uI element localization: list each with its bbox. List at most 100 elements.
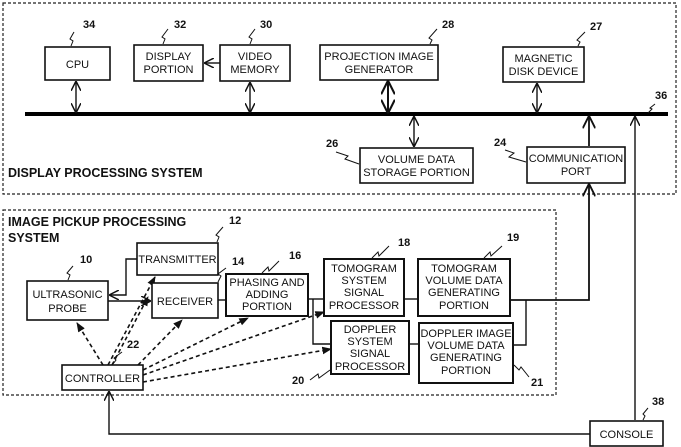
svg-text:SYSTEM: SYSTEM — [347, 336, 392, 348]
receiver-block: RECEIVER — [152, 283, 218, 318]
volume-data-storage-block: VOLUME DATA STORAGE PORTION — [360, 148, 473, 183]
projection-ref: 28 — [442, 19, 454, 31]
doppler-volume-ref-leader — [514, 365, 529, 377]
svg-text:ULTRASONIC: ULTRASONIC — [32, 289, 102, 301]
svg-text:PHASING AND: PHASING AND — [229, 277, 304, 289]
tomogram-volume-data-generating-block: TOMOGRAM VOLUME DATA GENERATING PORTION — [418, 259, 510, 316]
svg-text:PORTION: PORTION — [242, 301, 292, 313]
volume-storage-ref: 26 — [326, 138, 338, 150]
video-memory-ref: 30 — [260, 19, 272, 31]
magnetic-disk-device-block: MAGNETIC DISK DEVICE — [503, 47, 584, 82]
comm-port-ref: 24 — [494, 137, 507, 149]
video-memory-ref-leader — [249, 29, 255, 44]
svg-text:CPU: CPU — [66, 59, 89, 71]
transmitter-ref-leader — [216, 227, 223, 242]
svg-text:SYSTEM: SYSTEM — [341, 275, 386, 287]
transmitter-block: TRANSMITTER — [137, 243, 218, 275]
svg-text:VOLUME DATA: VOLUME DATA — [427, 340, 505, 352]
display-portion-ref-leader — [162, 29, 168, 44]
svg-text:TOMOGRAM: TOMOGRAM — [431, 263, 497, 275]
svg-text:PROCESSOR: PROCESSOR — [335, 361, 405, 373]
svg-text:VIDEO: VIDEO — [238, 51, 273, 63]
volume-to-commport — [510, 185, 589, 300]
tomo-signal-ref: 18 — [398, 237, 410, 249]
tomo-signal-ref-leader — [372, 246, 389, 258]
svg-text:ADDING: ADDING — [246, 289, 289, 301]
doppler-image-volume-data-generating-block: DOPPLER IMAGE VOLUME DATA GENERATING POR… — [419, 323, 513, 383]
svg-text:VOLUME DATA: VOLUME DATA — [425, 275, 503, 287]
bus-ref: 36 — [655, 90, 667, 102]
svg-text:PORTION: PORTION — [441, 365, 491, 377]
projection-image-generator-block: PROJECTION IMAGE GENERATOR — [320, 45, 438, 80]
controller-ref-leader — [113, 352, 122, 364]
magnetic-disk-ref-leader — [577, 32, 585, 46]
cpu-block: CPU — [45, 47, 110, 80]
svg-text:SIGNAL: SIGNAL — [344, 287, 384, 299]
doppler-signal-ref: 20 — [292, 375, 304, 387]
svg-text:VOLUME DATA: VOLUME DATA — [378, 154, 456, 166]
cpu-ref-leader — [70, 32, 74, 46]
receiver-ref-leader — [218, 268, 226, 282]
communication-port-block: COMMUNICATION PORT — [527, 147, 625, 183]
display-portion-block: DISPLAY PORTION — [134, 45, 203, 81]
svg-text:PROJECTION IMAGE: PROJECTION IMAGE — [324, 51, 433, 63]
svg-text:PORTION: PORTION — [144, 64, 194, 76]
svg-text:GENERATING: GENERATING — [430, 352, 502, 364]
phasing-ref-leader — [262, 261, 279, 273]
doppler-volume-ref: 21 — [531, 377, 543, 389]
svg-text:GENERATING: GENERATING — [428, 287, 500, 299]
doppler-system-signal-processor-block: DOPPLER SYSTEM SIGNAL PROCESSOR — [331, 321, 409, 374]
svg-text:TOMOGRAM: TOMOGRAM — [331, 263, 397, 275]
svg-text:DOPPLER IMAGE: DOPPLER IMAGE — [420, 328, 511, 340]
console-ref: 38 — [652, 396, 664, 408]
tomo-volume-ref-leader — [484, 246, 502, 258]
doppler-signal-ref-leader — [310, 370, 330, 380]
ultrasonic-probe-block: ULTRASONIC PROBE — [27, 281, 108, 320]
console-to-controller — [109, 392, 590, 434]
svg-text:PORT: PORT — [561, 166, 592, 178]
svg-text:PROBE: PROBE — [48, 303, 87, 315]
controller-block: CONTROLLER — [62, 365, 143, 390]
display-processing-system-title: DISPLAY PROCESSING SYSTEM — [8, 166, 203, 180]
controller-ref: 22 — [127, 339, 139, 351]
doppler-volume-join — [513, 300, 526, 345]
svg-text:SIGNAL: SIGNAL — [350, 348, 390, 360]
phasing-ref: 16 — [289, 250, 301, 262]
svg-text:MEMORY: MEMORY — [230, 64, 280, 76]
console-ref-leader — [643, 408, 648, 420]
svg-text:PROCESSOR: PROCESSOR — [329, 300, 399, 312]
svg-text:COMMUNICATION: COMMUNICATION — [529, 153, 624, 165]
console-block: CONSOLE — [590, 421, 663, 446]
phasing-adding-portion-block: PHASING AND ADDING PORTION — [226, 274, 308, 316]
tomogram-system-signal-processor-block: TOMOGRAM SYSTEM SIGNAL PROCESSOR — [324, 259, 404, 316]
magnetic-disk-ref: 27 — [590, 21, 602, 33]
ctrl-to-probe — [77, 323, 103, 365]
svg-text:TRANSMITTER: TRANSMITTER — [138, 254, 216, 266]
tomo-volume-ref: 19 — [507, 232, 519, 244]
image-pickup-title-line2: SYSTEM — [8, 231, 59, 245]
svg-text:GENERATOR: GENERATOR — [345, 64, 414, 76]
transmitter-ref: 12 — [229, 215, 241, 227]
bus-ref-leader — [648, 104, 655, 113]
ctrl-to-receiver — [138, 320, 182, 365]
comm-port-ref-leader — [505, 150, 526, 162]
svg-text:DISK DEVICE: DISK DEVICE — [509, 66, 579, 78]
svg-text:PORTION: PORTION — [439, 300, 489, 312]
svg-text:DOPPLER: DOPPLER — [344, 324, 397, 336]
ctrl-to-transmitter — [108, 277, 155, 365]
svg-text:STORAGE PORTION: STORAGE PORTION — [363, 167, 470, 179]
svg-text:MAGNETIC: MAGNETIC — [514, 53, 572, 65]
svg-text:DISPLAY: DISPLAY — [146, 51, 192, 63]
svg-text:RECEIVER: RECEIVER — [157, 296, 213, 308]
cpu-ref: 34 — [83, 19, 96, 31]
receiver-ref: 14 — [232, 256, 245, 268]
volume-storage-ref-leader — [336, 152, 359, 164]
probe-ref: 10 — [80, 254, 92, 266]
transmitter-to-probe — [110, 259, 137, 295]
ctrl-to-receiver-rx — [112, 297, 148, 365]
svg-text:CONTROLLER: CONTROLLER — [65, 373, 140, 385]
probe-ref-leader — [67, 266, 73, 280]
display-portion-ref: 32 — [174, 19, 186, 31]
svg-text:CONSOLE: CONSOLE — [600, 429, 654, 441]
